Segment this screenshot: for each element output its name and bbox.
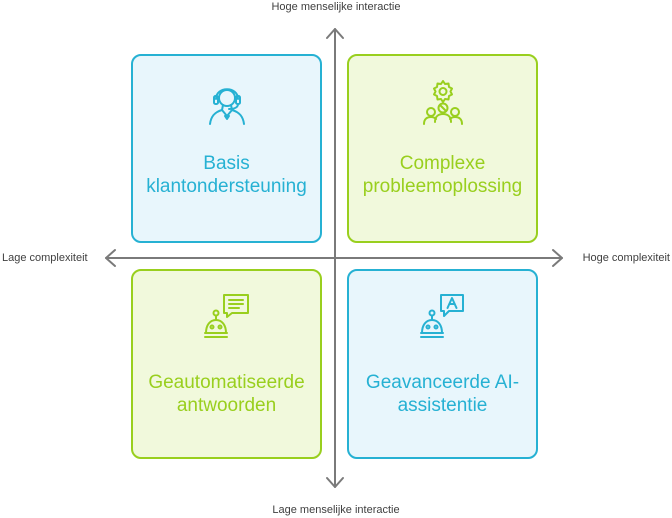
axis-label-top: Hoge menselijke interactie: [271, 1, 401, 13]
team-gear-icon: [422, 80, 463, 125]
quadrant-title: Geavanceerde AI- assistentie: [365, 372, 520, 416]
arrow-up: [326, 28, 344, 39]
quadrant-title: Basis klantondersteuning: [146, 153, 307, 197]
chatbot-icon: [203, 294, 249, 338]
ai-assistant-icon: [419, 294, 464, 338]
axis-label-bottom: Lage menselijke interactie: [272, 504, 400, 516]
quadrant-title: Geautomatiseerde antwoorden: [148, 372, 305, 416]
arrow-right: [552, 249, 563, 267]
arrow-left: [105, 249, 116, 267]
axis-label-right: Hoge complexiteit: [582, 252, 670, 264]
quadrant-title: Complexe probleemoplossing: [362, 153, 523, 197]
customer-service-agent-icon: [208, 88, 245, 125]
quadrant-complex-problem-solving: Complexe probleemoplossing: [347, 54, 538, 243]
quadrant-advanced-ai-assistance: Geavanceerde AI- assistentie: [347, 269, 538, 459]
arrow-down: [326, 477, 344, 488]
axis-label-left: Lage complexiteit: [2, 252, 88, 264]
quadrant-basic-support: Basis klantondersteuning: [131, 54, 322, 243]
quadrant-automated-responses: Geautomatiseerde antwoorden: [131, 269, 322, 459]
